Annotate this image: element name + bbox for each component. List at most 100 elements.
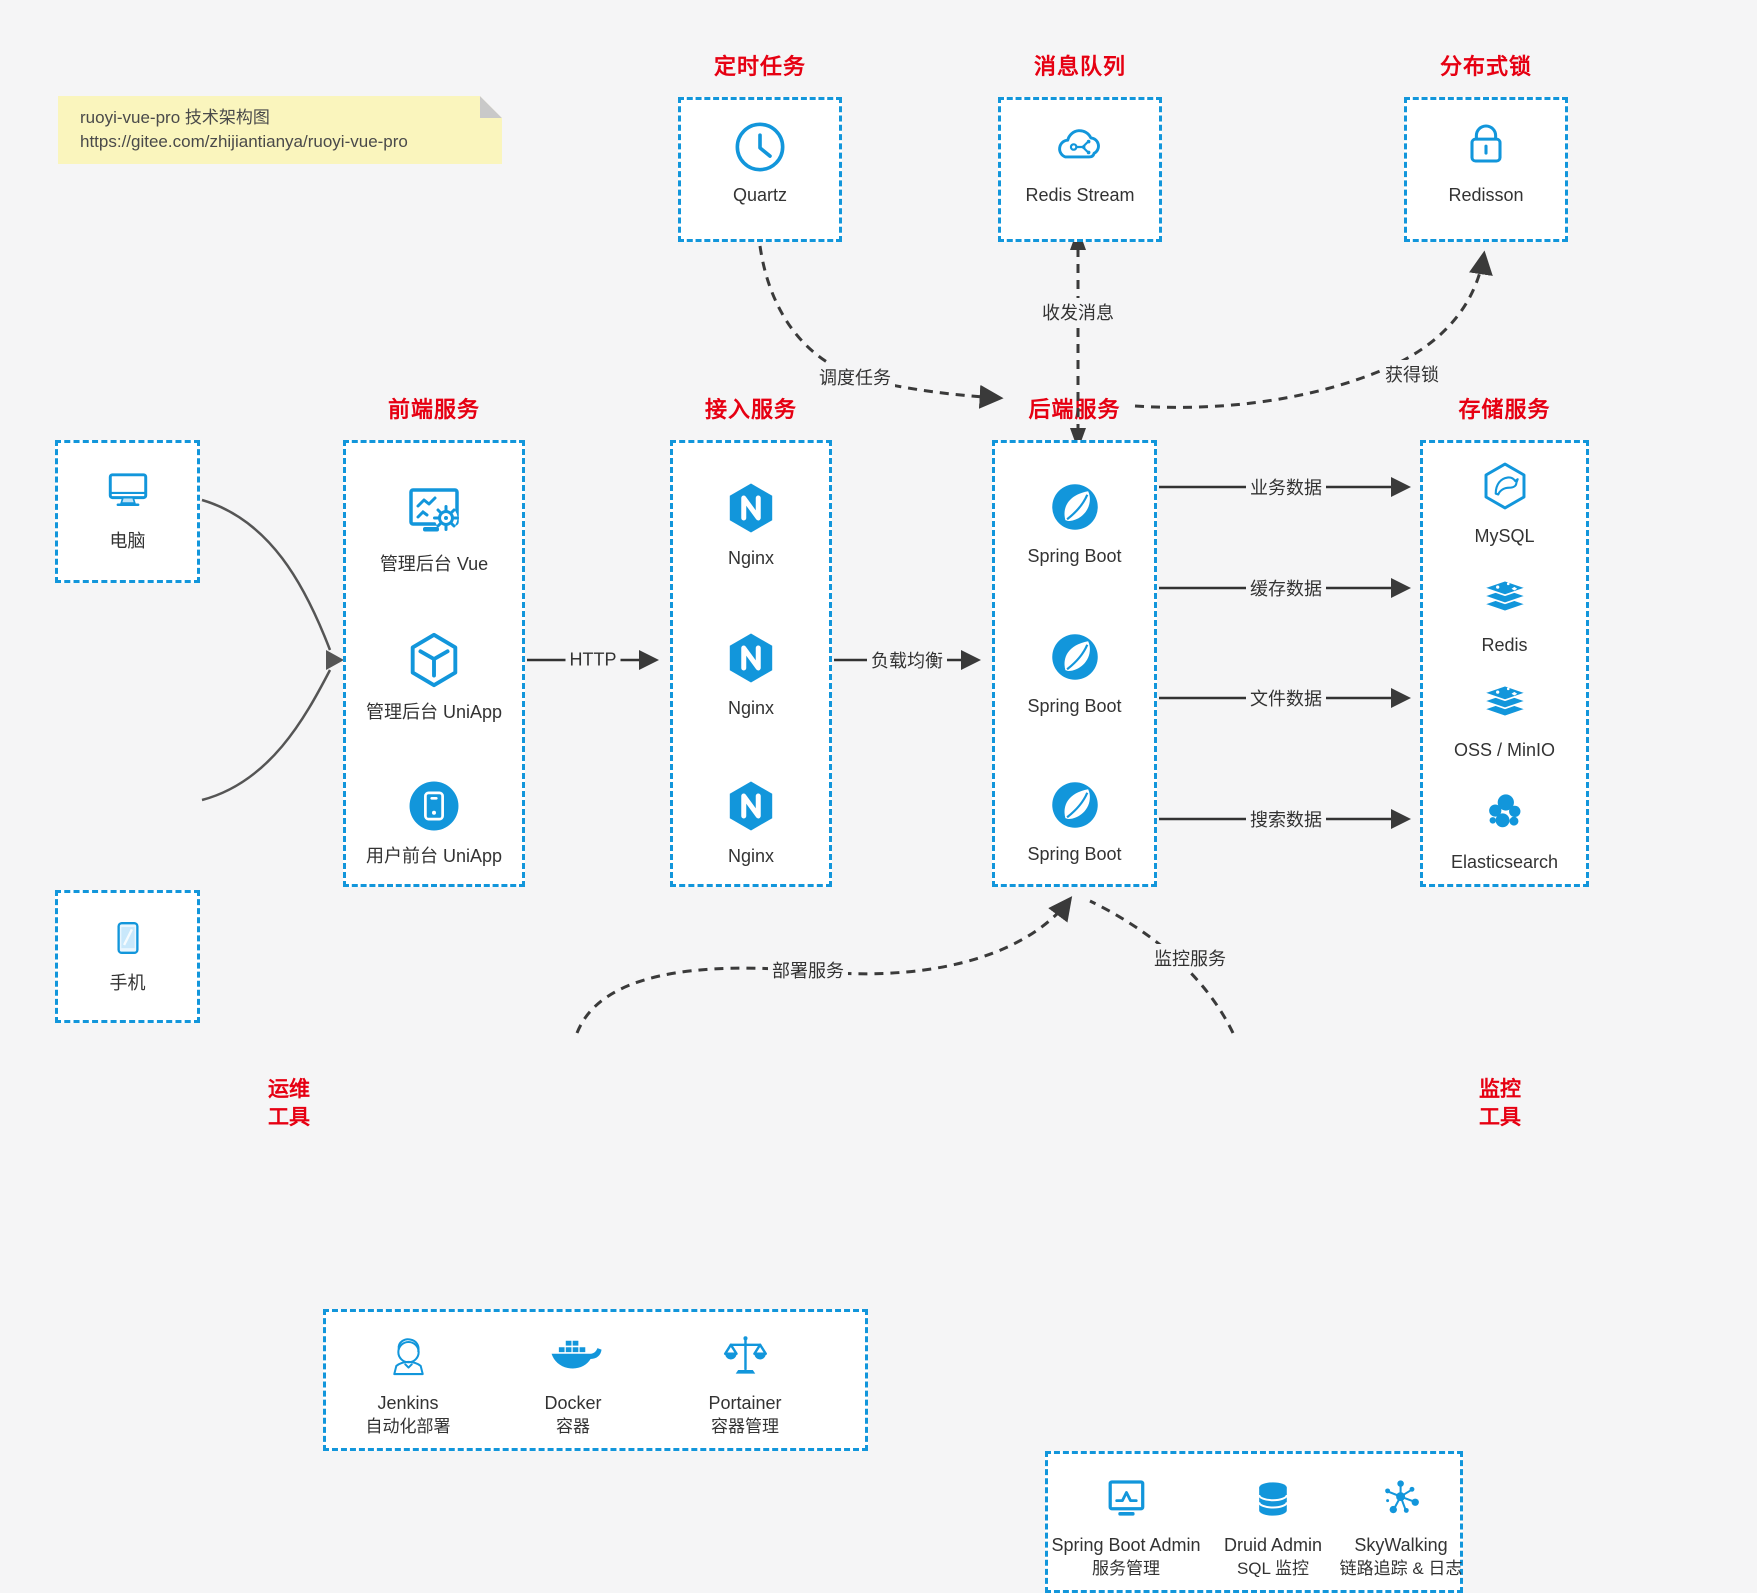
- jenkins-icon: [382, 1332, 434, 1382]
- backend-column: 后端服务 Spring Boot Spring Boot Spring Boot: [992, 397, 1157, 887]
- nginx-icon: [722, 777, 780, 835]
- mysql-label: MySQL: [1474, 526, 1535, 546]
- nginx-item: Nginx: [673, 777, 829, 866]
- oss-stack-icon: [1479, 675, 1531, 727]
- redisson-box: Redisson: [1404, 97, 1568, 242]
- redis-stream-box: Redis Stream: [998, 97, 1162, 242]
- spring-boot-label: Spring Boot: [1027, 546, 1122, 566]
- business-data-edge-label: 业务数据: [1246, 473, 1326, 501]
- spring-boot-admin-desc: 服务管理: [1092, 1559, 1160, 1578]
- docker-icon: [545, 1332, 601, 1382]
- message-edge-label: 收发消息: [1038, 298, 1118, 326]
- phone-label: 手机: [109, 973, 146, 993]
- scheduled-task-group: 定时任务 Quartz: [678, 54, 842, 242]
- nginx-icon: [722, 629, 780, 687]
- skywalking-label: SkyWalking: [1354, 1535, 1448, 1555]
- portainer-item: Portainer 容器管理: [708, 1332, 782, 1438]
- admin-vue-item: 管理后台 Vue: [346, 479, 522, 574]
- mysql-icon: [1478, 459, 1532, 513]
- nginx-item: Nginx: [673, 629, 829, 718]
- nginx-item: Nginx: [673, 479, 829, 568]
- skywalking-desc: 链路追踪 & 日志: [1339, 1559, 1463, 1578]
- message-queue-group: 消息队列 Redis Stream: [998, 54, 1162, 242]
- redis-stream-label: Redis Stream: [1025, 185, 1135, 205]
- cache-data-edge-label: 缓存数据: [1246, 574, 1326, 602]
- pc-label: 电脑: [109, 531, 146, 551]
- cloud-stream-icon: [1050, 118, 1110, 176]
- oss-minio-label: OSS / MinIO: [1453, 740, 1556, 760]
- elasticsearch-icon: [1479, 787, 1531, 839]
- admin-uniapp-label: 管理后台 UniApp: [365, 702, 503, 722]
- monitor-tools-box: Spring Boot Admin 服务管理 Druid Admin SQL 监…: [1045, 1451, 1463, 1593]
- sticky-note: ruoyi-vue-pro 技术架构图 https://gitee.com/zh…: [58, 96, 502, 164]
- quartz-label: Quartz: [732, 185, 788, 205]
- quartz-box: Quartz: [678, 97, 842, 242]
- phone-box: 手机: [55, 890, 200, 1023]
- portainer-label: Portainer: [708, 1393, 782, 1413]
- spring-boot-icon: [1047, 629, 1103, 685]
- spring-boot-admin-item: Spring Boot Admin 服务管理: [1051, 1474, 1201, 1580]
- redisson-label: Redisson: [1448, 185, 1524, 205]
- phone-to-frontend-curve: [201, 669, 332, 802]
- frontend-column: 前端服务 管理后台 Vue: [343, 397, 525, 887]
- spring-boot-label: Spring Boot: [1027, 844, 1122, 864]
- pc-to-frontend-curve: [201, 498, 332, 651]
- frontend-title: 前端服务: [387, 397, 480, 422]
- spring-boot-item: Spring Boot: [995, 629, 1154, 716]
- spring-boot-item: Spring Boot: [995, 479, 1154, 566]
- nginx-label: Nginx: [727, 548, 775, 568]
- elasticsearch-label: Elasticsearch: [1450, 852, 1559, 872]
- portainer-desc: 容器管理: [710, 1417, 779, 1436]
- redis-stack-icon: [1479, 570, 1531, 622]
- pc-box: 电脑: [55, 440, 200, 583]
- spring-boot-item: Spring Boot: [995, 777, 1154, 864]
- spring-boot-admin-icon: [1100, 1474, 1152, 1524]
- admin-vue-icon: [402, 479, 466, 543]
- gateway-column: 接入服务 Nginx Nginx Nginx: [670, 397, 832, 887]
- ops-tools-box: Jenkins 自动化部署 Docker 容器: [323, 1309, 868, 1451]
- monitor-tools-side-label: 监控 工具: [1479, 1078, 1521, 1129]
- druid-admin-label: Druid Admin: [1223, 1535, 1323, 1555]
- mysql-item: MySQL: [1423, 459, 1586, 546]
- clock-icon: [731, 118, 789, 176]
- skywalking-network-icon: [1375, 1474, 1427, 1524]
- distributed-lock-group: 分布式锁 Redisson: [1404, 54, 1568, 242]
- storage-title: 存储服务: [1458, 397, 1551, 422]
- redis-label: Redis: [1481, 635, 1528, 655]
- frontend-box: 管理后台 Vue 管理后台 UniApp 用户前台 UniApp: [343, 440, 525, 887]
- oss-minio-item: OSS / MinIO: [1423, 675, 1586, 760]
- nginx-label: Nginx: [727, 698, 775, 718]
- admin-uniapp-item: 管理后台 UniApp: [346, 629, 522, 722]
- scheduled-task-title: 定时任务: [713, 54, 806, 79]
- redis-item: Redis: [1423, 570, 1586, 655]
- note-url: https://gitee.com/zhijiantianya/ruoyi-vu…: [80, 132, 408, 151]
- database-icon: [1247, 1474, 1299, 1524]
- jenkins-item: Jenkins 自动化部署: [366, 1332, 451, 1438]
- frontend-arrowhead: [326, 650, 344, 670]
- architecture-diagram-canvas: { "colors":{"blue":"#1296db","red":"#e60…: [55, 54, 1589, 1593]
- druid-admin-item: Druid Admin SQL 监控: [1224, 1474, 1322, 1580]
- gateway-title: 接入服务: [704, 397, 797, 422]
- deploy-service-edge-label: 部署服务: [768, 956, 848, 984]
- spring-boot-icon: [1047, 777, 1103, 833]
- message-queue-title: 消息队列: [1033, 54, 1126, 79]
- lock-icon: [1458, 118, 1514, 176]
- user-uniapp-item: 用户前台 UniApp: [346, 777, 522, 866]
- file-data-edge-label: 文件数据: [1246, 684, 1326, 712]
- backend-box: Spring Boot Spring Boot Spring Boot: [992, 440, 1157, 887]
- spring-boot-label: Spring Boot: [1027, 696, 1122, 716]
- spring-boot-icon: [1047, 479, 1103, 535]
- storage-box: MySQL Redis: [1420, 440, 1589, 887]
- gateway-box: Nginx Nginx Nginx: [670, 440, 832, 887]
- distributed-lock-title: 分布式锁: [1439, 54, 1532, 79]
- note-title: ruoyi-vue-pro 技术架构图: [80, 108, 270, 127]
- admin-vue-label: 管理后台 Vue: [379, 554, 489, 574]
- elasticsearch-item: Elasticsearch: [1423, 787, 1586, 872]
- nginx-label: Nginx: [727, 846, 775, 866]
- user-uniapp-label: 用户前台 UniApp: [365, 846, 503, 866]
- nginx-icon: [722, 479, 780, 537]
- ops-tools-side-label: 运维 工具: [268, 1078, 310, 1129]
- portainer-scales-icon: [719, 1332, 771, 1382]
- cube-icon: [403, 629, 465, 691]
- monitor-service-edge-label: 监控服务: [1150, 944, 1230, 972]
